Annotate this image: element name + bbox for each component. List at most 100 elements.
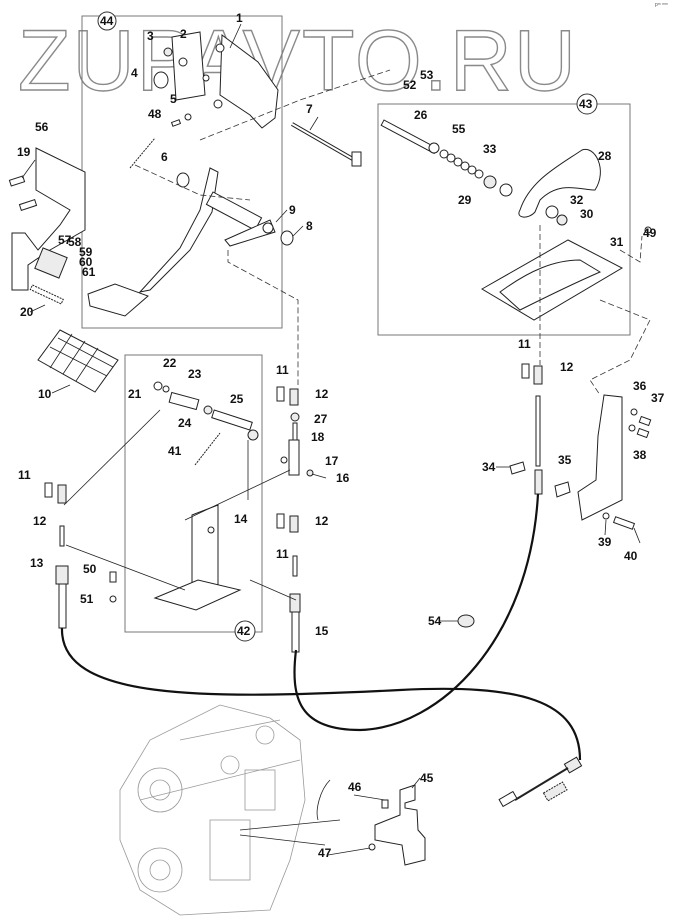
clamp-34 (509, 461, 526, 475)
clamp-35 (554, 481, 571, 498)
label-15: 15 (315, 624, 329, 638)
label-16: 16 (336, 471, 350, 485)
switch-57-61 (34, 247, 68, 279)
label-24: 24 (178, 416, 192, 430)
bushing (176, 172, 190, 188)
pin-7-head (351, 151, 362, 167)
group-box-42 (124, 354, 263, 633)
leader-lines (21, 23, 641, 856)
bracket-45 (368, 784, 426, 866)
clip-11 (276, 386, 285, 402)
bolt-37 (638, 415, 652, 427)
label-38: 38 (633, 448, 647, 462)
label-3: 3 (147, 29, 154, 43)
bolt-48 (170, 119, 182, 127)
lever-9 (224, 219, 276, 247)
label-31: 31 (610, 235, 624, 249)
spring-20 (29, 284, 64, 305)
nut-27 (290, 412, 300, 422)
clevis-12 (289, 388, 299, 406)
label-33: 33 (483, 142, 497, 156)
label-48: 48 (148, 107, 162, 121)
label-18: 18 (311, 430, 325, 444)
group-label-42: 42 (237, 624, 251, 638)
label-4: 4 (131, 66, 138, 80)
nut-21 (153, 381, 163, 391)
label-20: 20 (20, 305, 34, 319)
group-badge-42 (234, 620, 256, 642)
rod-18 (292, 422, 298, 442)
label-49: 49 (643, 226, 657, 240)
mount-plate-1 (171, 31, 206, 101)
label-54: 54 (428, 614, 442, 628)
group-badge-44 (97, 11, 117, 31)
label-61: 61 (82, 265, 96, 279)
bolt-40 (612, 516, 636, 530)
bracket-56 (11, 147, 86, 291)
label-60: 60 (79, 255, 93, 269)
label-30: 30 (580, 207, 594, 221)
label-27: 27 (314, 412, 328, 426)
washer-2 (178, 57, 188, 67)
pedal-shaft (205, 191, 263, 231)
cable-left (44, 482, 69, 629)
clip-11-right (521, 363, 530, 379)
pedal-bracket (219, 34, 279, 129)
bolt (18, 199, 38, 211)
label-57: 57 (58, 233, 72, 247)
label-9: 9 (289, 203, 296, 217)
rod-column (276, 386, 314, 653)
engine-leaders (239, 779, 341, 846)
cable-end-right (498, 756, 583, 808)
label-1: 1 (236, 11, 243, 25)
label-39: 39 (598, 535, 612, 549)
label-8: 8 (306, 219, 313, 233)
washer-24 (203, 405, 213, 415)
label-45: 45 (420, 771, 434, 785)
label-11-d: 11 (518, 337, 531, 351)
bolt-19 (8, 175, 26, 187)
label-55: 55 (452, 122, 466, 136)
throttle-cable-long (60, 627, 582, 761)
pedal-pad-10 (37, 329, 119, 393)
knob-4 (153, 71, 169, 89)
label-25: 25 (230, 392, 244, 406)
label-21: 21 (128, 387, 142, 401)
label-37: 37 (651, 391, 665, 405)
spring-41 (194, 432, 221, 466)
group-badge-43 (576, 93, 598, 115)
pedal-arm (138, 167, 219, 293)
label-26: 26 (414, 108, 428, 122)
label-13: 13 (30, 556, 44, 570)
label-29: 29 (458, 193, 472, 207)
label-14: 14 (234, 512, 248, 526)
clevis-12-right (533, 365, 543, 385)
bolt-38 (636, 427, 650, 439)
label-32: 32 (570, 193, 584, 207)
clamp-23 (168, 391, 200, 411)
group-box-43 (377, 103, 631, 336)
lever-28 (518, 148, 601, 218)
label-11-a: 11 (276, 363, 289, 377)
label-52: 52 (403, 78, 417, 92)
label-12-b: 12 (33, 514, 47, 528)
screw-49 (644, 226, 652, 234)
corner-mark: pᵐ ᵐᵐ (655, 2, 668, 8)
label-58: 58 (68, 235, 82, 249)
bushing-8 (280, 230, 294, 246)
throttle-cable-right (293, 493, 540, 732)
label-19: 19 (17, 145, 31, 159)
spring-6 (129, 137, 156, 169)
engine-illustration (119, 704, 306, 916)
label-46: 46 (348, 780, 362, 794)
label-12-c: 12 (315, 514, 329, 528)
label-35: 35 (558, 453, 572, 467)
group-label-44: 44 (100, 14, 114, 28)
bushing-29 (483, 175, 497, 189)
washer-39 (602, 512, 610, 520)
washer-32 (545, 205, 559, 219)
label-2: 2 (180, 27, 187, 41)
bolt-46 (381, 799, 389, 809)
part-labels: 1 2 3 4 5 6 7 8 9 10 11 11 11 11 12 12 1… (17, 11, 665, 860)
throttle-assembly (380, 119, 652, 321)
